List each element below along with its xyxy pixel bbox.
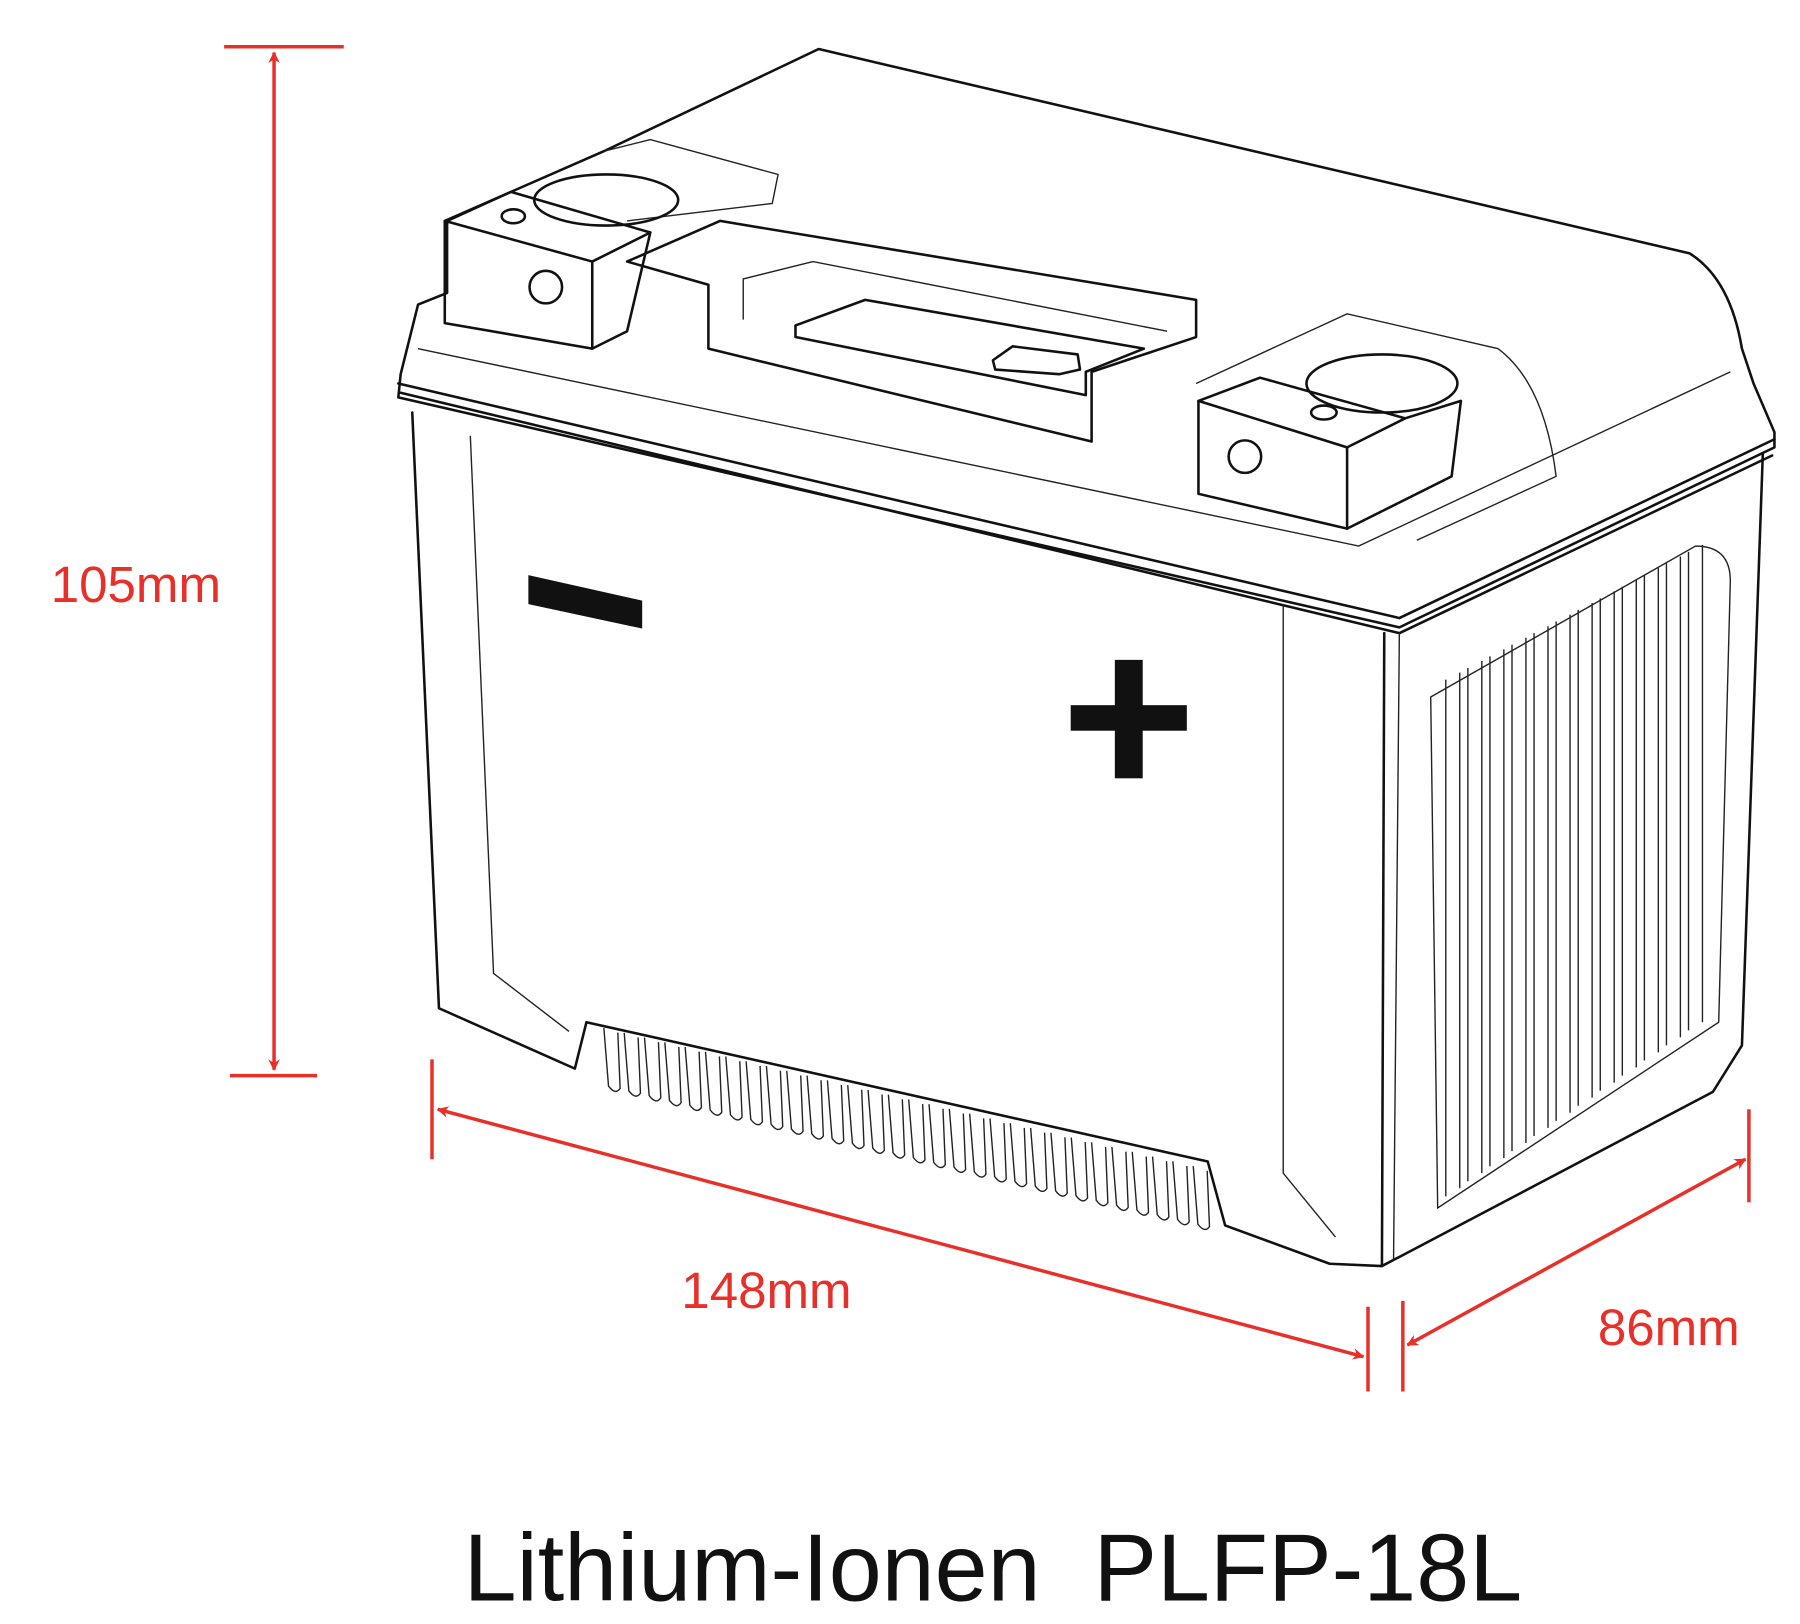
side-ribs <box>1445 544 1704 1197</box>
rib <box>684 1046 703 1112</box>
rib <box>1621 579 1637 1076</box>
rib <box>664 1042 682 1107</box>
rib <box>989 1118 1007 1183</box>
rib <box>1665 556 1682 1046</box>
rib <box>847 1085 865 1150</box>
rib <box>1511 637 1527 1152</box>
rib <box>1533 626 1549 1136</box>
rib <box>1070 1137 1089 1202</box>
rib <box>1151 1156 1170 1221</box>
rib <box>1090 1142 1109 1207</box>
rib <box>1445 672 1461 1197</box>
rib <box>908 1099 926 1164</box>
positive-terminal <box>1197 353 1463 530</box>
rib <box>1643 568 1660 1061</box>
rib <box>786 1070 804 1135</box>
rib <box>1599 591 1615 1091</box>
rib <box>1050 1132 1068 1197</box>
rib <box>1687 544 1704 1031</box>
rib <box>1029 1127 1048 1193</box>
rib <box>704 1051 723 1116</box>
rib <box>1192 1166 1211 1231</box>
rib <box>643 1037 662 1102</box>
rib <box>968 1113 987 1178</box>
rib <box>1467 661 1483 1182</box>
minus-sign <box>528 575 643 629</box>
rib <box>887 1094 906 1159</box>
rib <box>1009 1123 1028 1188</box>
rib <box>948 1108 967 1173</box>
battery-illustration <box>397 47 1776 1268</box>
rib <box>1131 1151 1150 1216</box>
width-label: 86mm <box>1598 1299 1740 1356</box>
width-dimension: 86mm <box>1401 1109 1751 1392</box>
rib <box>806 1075 825 1140</box>
rib <box>623 1032 642 1097</box>
rib <box>928 1104 946 1169</box>
product-title: Lithium-Ionen PLFP-18L <box>464 1516 1523 1622</box>
bottom-ribs <box>603 1027 1211 1231</box>
rib <box>765 1066 784 1131</box>
rib <box>1111 1146 1129 1212</box>
rib <box>1555 614 1571 1121</box>
rib <box>603 1027 621 1093</box>
length-dimension: 148mm <box>430 1059 1370 1392</box>
rib <box>1577 602 1593 1106</box>
rib <box>1489 649 1505 1167</box>
length-label: 148mm <box>681 1262 851 1319</box>
rib <box>745 1061 764 1126</box>
plus-sign <box>1070 659 1187 779</box>
rib <box>1172 1161 1190 1226</box>
height-dimension: 105mm <box>51 44 344 1078</box>
negative-terminal <box>443 173 680 350</box>
height-label: 105mm <box>51 556 221 613</box>
rib <box>725 1056 743 1121</box>
rib <box>826 1080 845 1145</box>
rib <box>867 1089 886 1154</box>
